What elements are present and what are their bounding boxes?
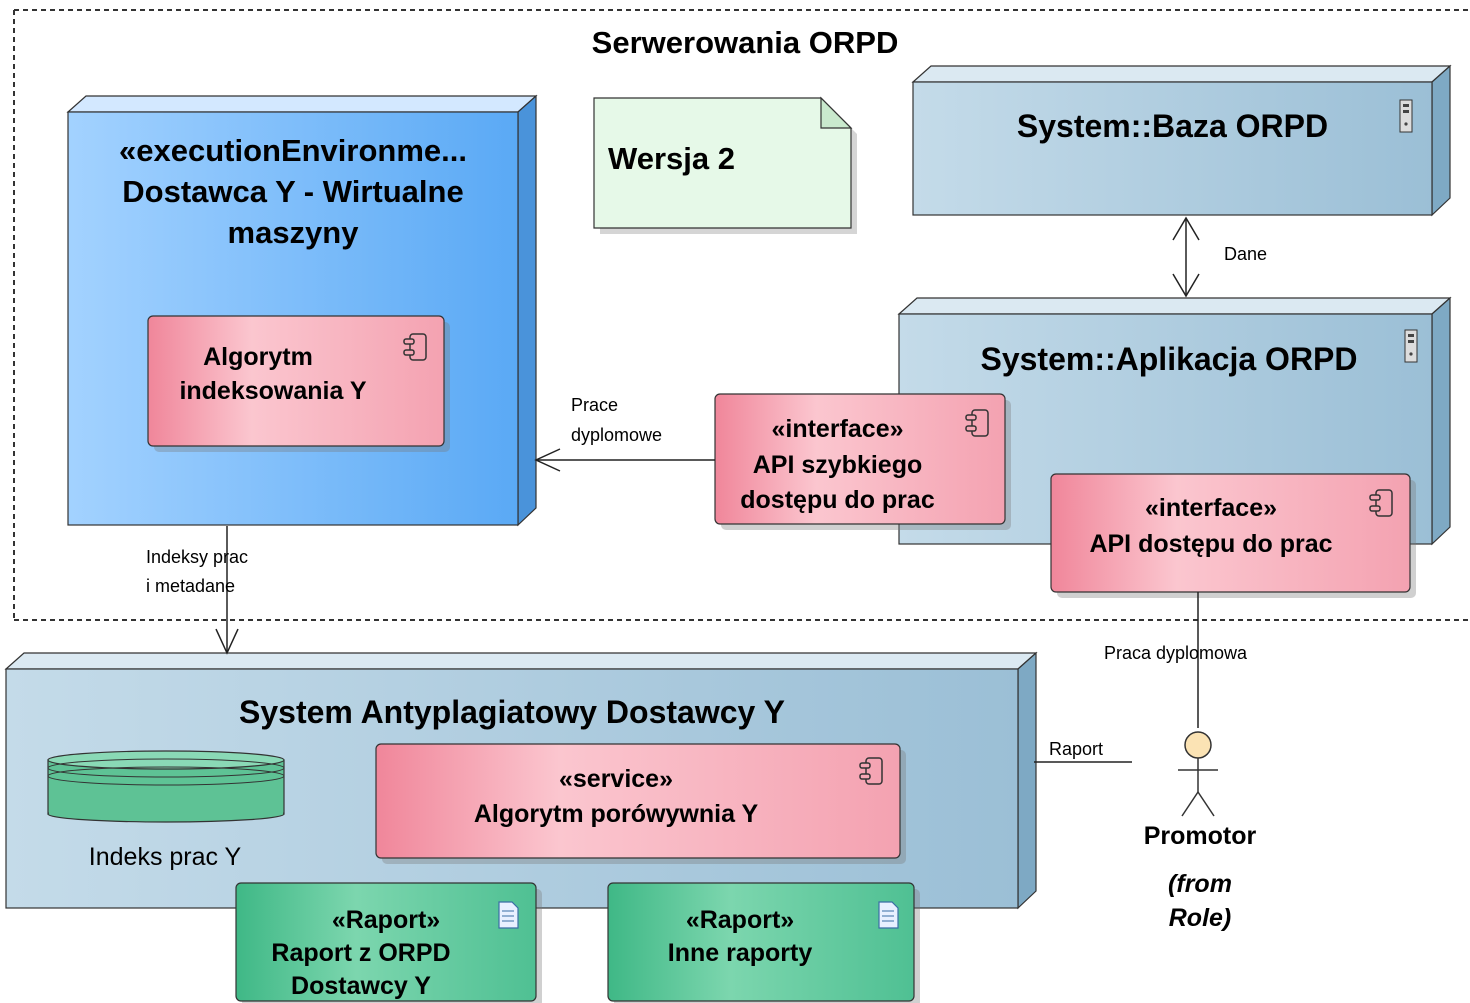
node-aplikacja-name: System::Aplikacja ORPD [980,341,1358,377]
actor-promotor[interactable] [1178,731,1218,817]
api-dostepu-line1: API dostępu do prac [1089,530,1333,558]
component-icon [1369,489,1393,517]
artifact-raport-orpd[interactable] [235,882,542,1003]
connector-indeksy[interactable] [215,526,239,655]
component-api-dostepu[interactable] [1050,473,1416,598]
artifact-inne-raporty[interactable] [607,882,920,1003]
label-indeksy-line1: Indeksy prac [146,547,249,567]
node-vm-name-line1: Dostawca Y - Wirtualne [122,174,464,209]
document-icon [498,901,519,929]
api-szybkiego-line2: dostępu do prac [740,486,935,514]
api-szybkiego-line1: API szybkiego [752,451,923,479]
actor-from-line1: (from [1168,870,1232,898]
label-indeksy-line2: i metadane [146,576,236,596]
document-icon [878,901,899,929]
component-api-szybkiego[interactable] [714,393,1011,530]
raport-orpd-line1: Raport z ORPD [271,939,451,967]
actor-name: Promotor [1143,822,1257,850]
connector-dane[interactable] [1172,216,1200,298]
algorytm-indeksowania-line1: Algorytm [203,343,313,371]
algorytm-porownywania-line1: Algorytm porówywnia Y [473,800,759,828]
node-baza[interactable] [911,64,1452,217]
component-icon [403,333,427,361]
algorytm-porownywania-stereotype: «service» [558,765,673,793]
server-icon [1399,99,1413,133]
note-wersja[interactable] [593,96,857,234]
node-vm-stereotype: «executionEnvironme... [119,133,467,168]
api-szybkiego-stereotype: «interface» [771,415,904,443]
database-label: Indeks prac Y [88,843,242,871]
node-antyplagiat-name: System Antyplagiatowy Dostawcy Y [239,694,785,730]
boundary-title: Serwerowania ORPD [591,25,899,60]
raport-orpd-line2: Dostawcy Y [291,972,431,1000]
label-prace-line2: dyplomowe [571,425,663,445]
component-icon [965,409,989,437]
node-baza-name: System::Baza ORPD [1016,108,1329,144]
inne-raporty-stereotype: «Raport» [685,906,795,934]
boundary-frame [13,9,1470,621]
raport-orpd-stereotype: «Raport» [331,906,441,934]
actor-from-line2: Role) [1168,904,1232,932]
component-algorytm-indeksowania[interactable] [147,315,450,452]
database-indeks-prac[interactable] [47,750,285,823]
server-icon [1404,329,1418,363]
algorytm-indeksowania-line2: indeksowania Y [179,377,367,405]
label-raport: Raport [1049,739,1104,759]
label-prace-line1: Prace [571,395,619,415]
inne-raporty-line1: Inne raporty [667,939,813,967]
api-dostepu-stereotype: «interface» [1144,494,1278,522]
note-text: Wersja 2 [608,141,735,176]
node-vm-name-line2: maszyny [227,215,359,250]
component-algorytm-porownywania[interactable] [375,743,906,864]
label-praca-dyplomowa: Praca dyplomowa [1104,643,1248,663]
connector-prace-dyplomowe[interactable] [534,448,715,472]
label-dane: Dane [1224,244,1268,264]
component-icon [859,757,883,785]
